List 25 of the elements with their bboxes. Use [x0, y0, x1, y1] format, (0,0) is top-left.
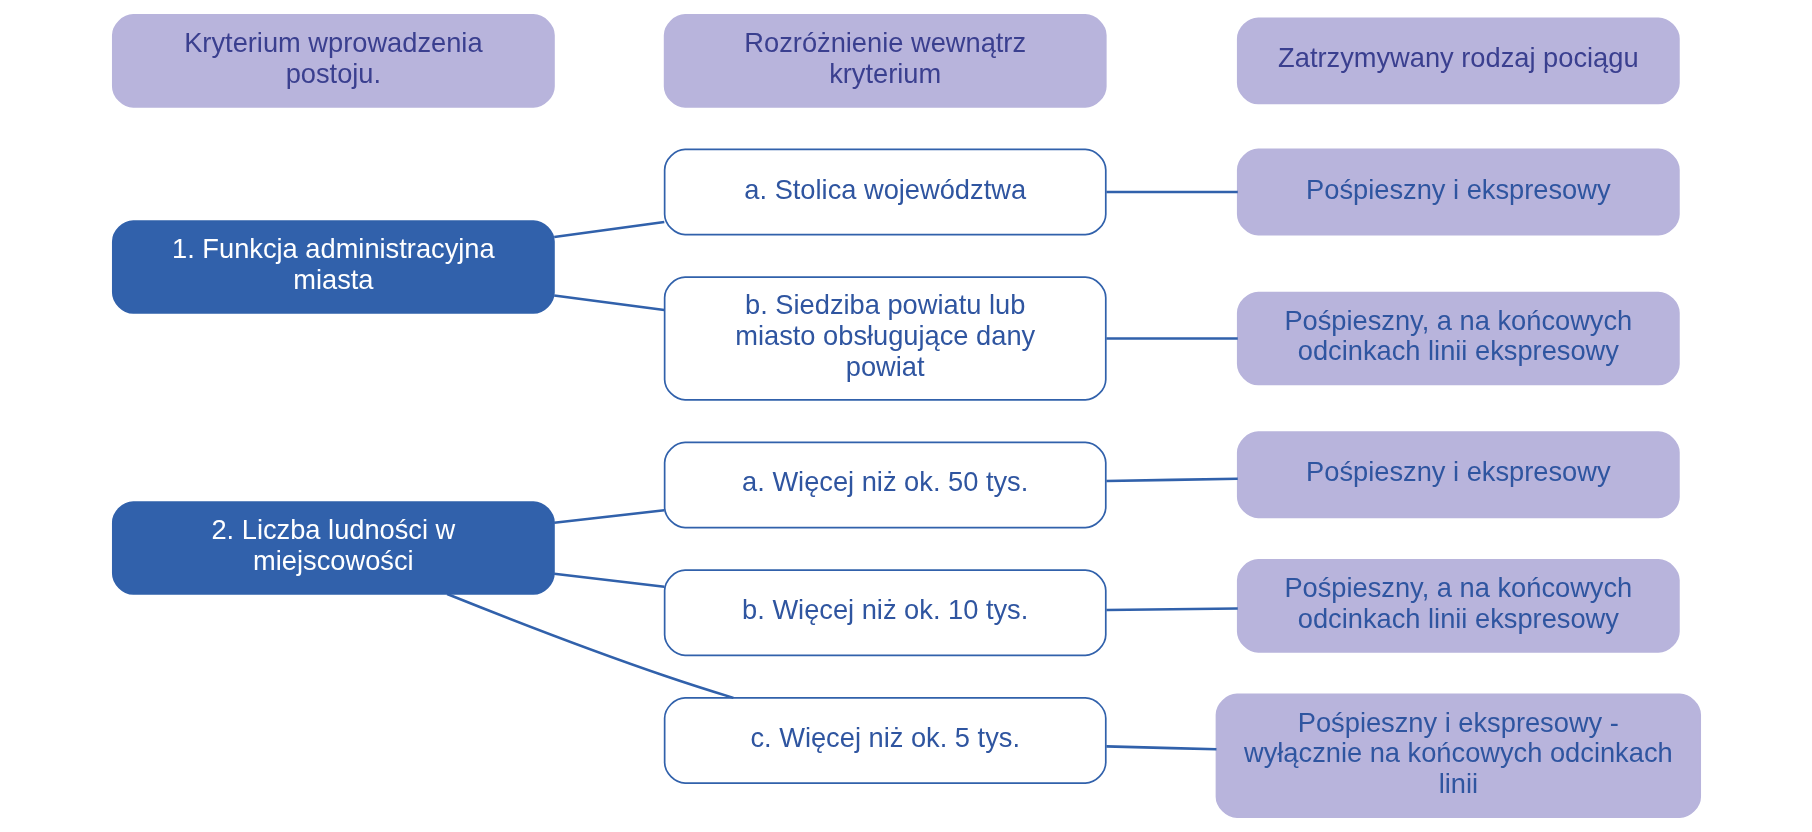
connector	[1105, 745, 1216, 751]
connector	[553, 294, 664, 312]
connector	[1105, 190, 1238, 194]
node-box: Kryterium wprowadzenia postoju.	[111, 14, 555, 108]
node-box: 2. Liczba ludności w miejscowości	[111, 501, 555, 595]
connector	[1105, 607, 1238, 612]
node-box: Pośpieszny i ekspresowy - wyłącznie na końcowych odcinkach linii	[1215, 693, 1701, 818]
node-box: b. Siedziba powiatu lub miasto obsługujące dany powiat	[663, 276, 1107, 401]
node-box: a. Więcej niż ok. 50 tys.	[663, 441, 1107, 529]
node-box: 1. Funkcja administracyjna miasta	[111, 220, 555, 314]
node-box: Pośpieszny, a na końcowych odcinkach linii ekspresowy	[1236, 559, 1680, 653]
connector	[553, 572, 664, 589]
node-box: a. Stolica województwa	[663, 148, 1107, 236]
node-box: Zatrzymywany rodzaj pociągu	[1236, 17, 1680, 105]
node-box: Rozróżnienie wewnątrz kryterium	[663, 14, 1107, 108]
node-box: c. Więcej niż ok. 5 tys.	[663, 697, 1107, 784]
connector	[446, 592, 734, 700]
connector	[553, 508, 664, 525]
node-box: Pośpieszny i ekspresowy	[1236, 431, 1680, 519]
node-box: Pośpieszny, a na końcowych odcinkach linii ekspresowy	[1236, 291, 1680, 386]
connector	[1105, 477, 1238, 483]
connector	[553, 220, 664, 239]
node-box: b. Więcej niż ok. 10 tys.	[663, 569, 1107, 657]
connector	[1105, 337, 1238, 340]
node-box: Pośpieszny i ekspresowy	[1236, 148, 1680, 236]
